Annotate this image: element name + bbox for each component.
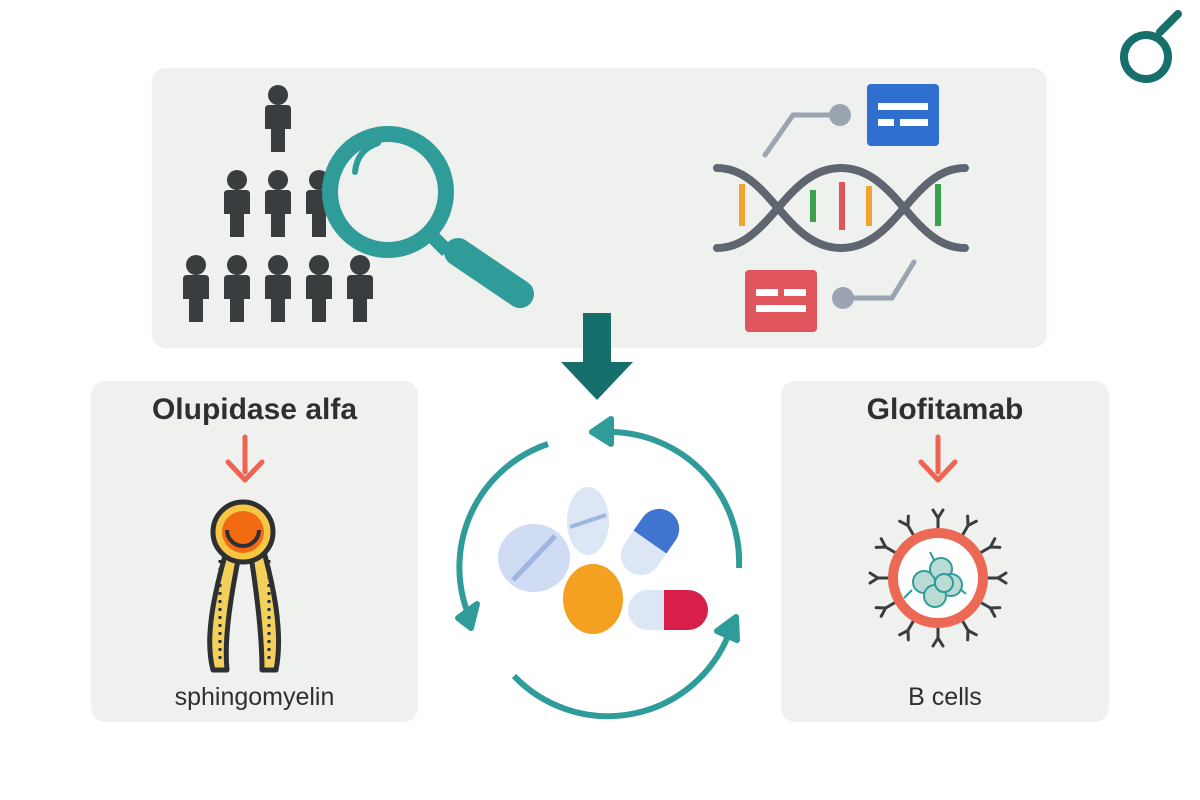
b-cell-icon <box>868 434 1008 648</box>
b-cells-label: B cells <box>908 683 982 711</box>
olupidase-title: Olupidase alfa <box>151 393 358 426</box>
logo-icon <box>1120 10 1182 83</box>
lipid-icon <box>207 434 282 673</box>
dna-icon <box>713 84 969 332</box>
magnifier-icon <box>322 126 534 308</box>
pills-cycle-icon <box>455 416 743 720</box>
down-arrow-icon <box>561 313 633 400</box>
sphingomyelin-label: sphingomyelin <box>174 683 335 711</box>
glofitamab-title: Glofitamab <box>866 393 1024 426</box>
